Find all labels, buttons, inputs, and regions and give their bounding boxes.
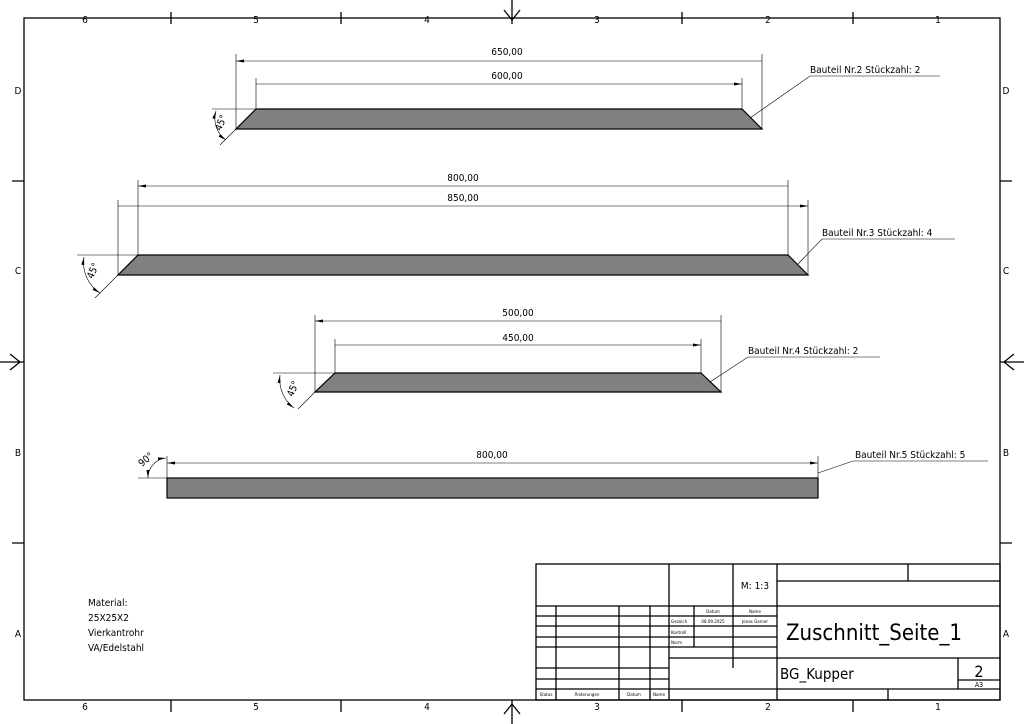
leader-line	[749, 75, 940, 119]
part-label: Bauteil Nr.2 Stückzahl: 2	[810, 65, 920, 76]
angle-label: 45°	[86, 262, 102, 281]
title-block: M: 1:3 Datum Name Gezeich Kontroll Norm …	[535, 563, 1001, 701]
label: 6	[82, 702, 88, 713]
label: Kontroll	[671, 630, 686, 636]
label: 4	[424, 15, 430, 26]
part-3: 800,00 850,00 45° Bauteil Nr.3 Stückzahl…	[77, 173, 955, 299]
label: Datum	[706, 609, 720, 615]
part-label: Bauteil Nr.3 Stückzahl: 4	[822, 228, 933, 239]
part-5-profile	[166, 477, 819, 499]
label: 1	[935, 702, 941, 713]
label: A	[1003, 629, 1010, 640]
sheet-number: 2	[974, 662, 983, 681]
label: 25X25X2	[88, 613, 129, 624]
drawing-date: 08.09.2025	[701, 619, 725, 625]
label: 3	[594, 15, 600, 26]
label: A	[15, 629, 22, 640]
part-2: 650,00 600,00 45° Bauteil Nr.2 Stückzahl…	[212, 47, 940, 146]
dimension-lines	[236, 61, 762, 84]
dimension-outer: 850,00	[447, 193, 479, 204]
label: D	[1003, 86, 1010, 97]
angle-label: 90°	[137, 451, 156, 470]
dimension-outer: 650,00	[491, 47, 523, 58]
part-4: 500,00 450,00 45° Bauteil Nr.4 Stückzahl…	[273, 308, 880, 410]
label: Material:	[88, 598, 128, 609]
part-2-profile	[234, 108, 764, 130]
label: 5	[253, 15, 259, 26]
label: B	[1003, 448, 1009, 459]
label: Gezeich	[671, 619, 688, 625]
label: 1	[935, 15, 941, 26]
label: VA/Edelstahl	[88, 643, 144, 654]
dimension-outer: 500,00	[502, 308, 534, 319]
label: 2	[765, 15, 771, 26]
label: Name	[749, 609, 761, 615]
label: Status	[540, 692, 553, 698]
column-labels-bottom: 6 5 4 3 2 1	[82, 702, 941, 713]
assembly-name: BG_Kupper	[780, 665, 854, 684]
label: Änderungen	[575, 691, 600, 698]
part-3-profile	[116, 254, 810, 276]
sheet-format: A3	[975, 681, 983, 689]
label: Vierkantrohr	[88, 628, 144, 639]
angle-label: 45°	[286, 380, 302, 399]
row-labels: D C B A D C B A	[15, 86, 1010, 640]
drawing-author: Jonas Gerner	[741, 619, 768, 625]
dimension-outer: 800,00	[476, 450, 508, 461]
label: Norm	[671, 640, 682, 646]
dimension-inner: 450,00	[502, 333, 534, 344]
scale: M: 1:3	[741, 581, 769, 592]
label: C	[15, 266, 21, 277]
dimension-inner: 600,00	[491, 71, 523, 82]
angle-label: 45°	[214, 114, 230, 133]
material-note: Material: 25X25X2 Vierkantrohr VA/Edelst…	[88, 598, 144, 654]
drawing-title: Zuschnitt_Seite_1	[786, 621, 962, 646]
label: Name	[653, 692, 665, 698]
part-label: Bauteil Nr.5 Stückzahl: 5	[855, 450, 965, 461]
label: 6	[82, 15, 88, 26]
label: Datum	[627, 692, 641, 698]
angle-arc	[212, 110, 227, 141]
label: B	[15, 448, 21, 459]
label: D	[15, 86, 22, 97]
label: 3	[594, 702, 600, 713]
part-5: 800,00 90° Bauteil Nr.5 Stückzahl: 5	[137, 450, 988, 499]
label: C	[1003, 266, 1009, 277]
label: 5	[253, 702, 259, 713]
label: 2	[765, 702, 771, 713]
dimension-inner: 800,00	[447, 173, 479, 184]
column-labels-top: 6 5 4 3 2 1	[82, 15, 941, 26]
part-label: Bauteil Nr.4 Stückzahl: 2	[748, 346, 858, 357]
part-4-profile	[313, 372, 723, 393]
label: 4	[424, 702, 430, 713]
